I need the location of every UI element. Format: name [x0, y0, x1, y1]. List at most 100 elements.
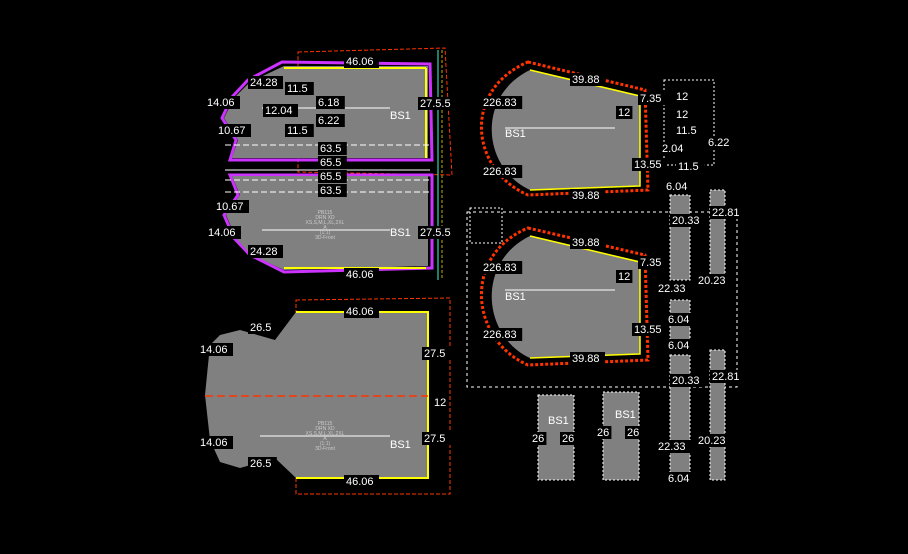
dimension-label: 24.28 — [250, 246, 278, 258]
piece-name: BS1 — [615, 409, 636, 421]
dimension-label: 20.23 — [698, 435, 726, 447]
dimension-label: 39.88 — [572, 74, 600, 86]
dimension-label: 63.5 — [320, 185, 341, 197]
dimension-label: 46.06 — [346, 306, 374, 318]
dimension-label: 12 — [618, 107, 630, 119]
dimension-label: 26 — [562, 433, 574, 445]
dimension-label: 24.28 — [250, 77, 278, 89]
dimension-label: 13.55 — [634, 324, 662, 336]
dimension-label: 6.22 — [318, 115, 339, 127]
dimension-label-bg — [616, 270, 633, 283]
dimension-label-bg — [656, 282, 691, 295]
dimension-label: 11.5 — [678, 161, 699, 173]
piece-name: BS1 — [390, 439, 411, 451]
dimension-label-bg — [198, 436, 233, 449]
svg-text:PB115: PB115 — [318, 421, 333, 427]
dimension-label-bg — [570, 73, 605, 86]
dimension-label-bg — [666, 472, 695, 485]
svg-text:DRN XD: DRN XD — [315, 426, 335, 432]
piece-name: BS1 — [548, 415, 569, 427]
dimension-label-bg — [481, 96, 523, 109]
dimension-label: 10.67 — [216, 201, 244, 213]
dimension-label: 14.06 — [207, 97, 235, 109]
dimension-label-bg — [670, 374, 705, 387]
dimension-label: 26.5 — [250, 458, 271, 470]
dimension-label-bg — [216, 124, 251, 137]
dimension-label: 26 — [532, 433, 544, 445]
dimension-label: 14.06 — [200, 344, 228, 356]
dimension-label: 7.35 — [640, 93, 661, 105]
dimension-label: 2.04 — [662, 143, 683, 155]
dimension-label-bg — [616, 106, 633, 119]
dimension-label: 22.81 — [712, 207, 740, 219]
dimension-label: 6.04 — [668, 340, 689, 352]
dimension-label-bg — [625, 426, 642, 439]
dimension-label: 26 — [597, 427, 609, 439]
dimension-label: 12.04 — [265, 105, 293, 117]
dimension-label: 7.35 — [640, 257, 661, 269]
dimension-label-bg — [285, 82, 314, 95]
dimension-label: 11.5 — [676, 125, 697, 137]
dimension-label-bg — [706, 136, 735, 149]
dimension-label-bg — [670, 214, 705, 227]
dimension-label: 11.5 — [287, 125, 308, 137]
dimension-label: 14.06 — [200, 437, 228, 449]
dimension-label: 20.33 — [672, 215, 700, 227]
dimension-label-bg — [481, 261, 523, 274]
dimension-label-bg — [263, 104, 298, 117]
dimension-label-bg — [205, 96, 240, 109]
selection-box — [466, 211, 738, 388]
dimension-label-bg — [632, 323, 667, 336]
dimension-label: 26.5 — [250, 322, 271, 334]
dimension-label-bg — [570, 236, 605, 249]
dimension-label-bg — [418, 226, 460, 239]
dimension-label-bg — [710, 370, 745, 383]
dimension-label: 12 — [434, 397, 446, 409]
dimension-label-bg — [595, 426, 612, 439]
dimension-label-bg — [481, 165, 523, 178]
dimension-label-bg — [318, 170, 347, 183]
dimension-label-bg — [214, 200, 249, 213]
dimension-label: 46.06 — [346, 269, 374, 281]
dimension-label-bg — [481, 328, 523, 341]
pattern-piece-front-large[interactable] — [205, 297, 451, 495]
dimension-label-bg — [560, 432, 577, 445]
dimension-label-bg — [674, 90, 691, 103]
dimension-label: 22.81 — [712, 371, 740, 383]
svg-text:(1:1): (1:1) — [320, 230, 331, 236]
dimension-label-bg — [318, 142, 347, 155]
dimension-label: 6.04 — [668, 473, 689, 485]
dimension-label: 27.5.5 — [420, 227, 451, 239]
dimension-label-bg — [674, 108, 691, 121]
svg-text:PB115: PB115 — [318, 210, 333, 216]
dimension-label: 12 — [676, 109, 688, 121]
dimension-label-bg — [248, 76, 283, 89]
dimension-label-bg — [248, 245, 283, 258]
dimension-label-bg — [696, 274, 731, 287]
dimension-label-bg — [248, 321, 277, 334]
dimension-label: 63.5 — [320, 143, 341, 155]
dimension-label-bg — [316, 96, 345, 109]
dimension-label-bg — [344, 268, 379, 281]
dimension-label-bg — [674, 124, 703, 137]
dimension-label: 10.67 — [218, 125, 246, 137]
dimension-label-bg — [530, 432, 547, 445]
dimension-label-bg — [710, 206, 745, 219]
dimension-label-bg — [638, 256, 667, 269]
svg-text:DRN XD: DRN XD — [315, 215, 335, 221]
dimension-label-bg — [660, 142, 689, 155]
dimension-label: 12 — [676, 91, 688, 103]
svg-text:3D-Front: 3D-Front — [315, 235, 335, 241]
svg-text:XS,S,M,L,XL,2XL: XS,S,M,L,XL,2XL — [306, 220, 345, 226]
dimension-label: 20.23 — [698, 275, 726, 287]
dimension-label-bg — [696, 434, 731, 447]
dimension-label: 46.06 — [346, 476, 374, 488]
dimension-label: 39.88 — [572, 237, 600, 249]
dimension-label: 46.06 — [346, 56, 374, 68]
dimension-label-bg — [206, 226, 241, 239]
dimension-label-bg — [318, 184, 347, 197]
dimension-label: 39.88 — [572, 190, 600, 202]
dimension-label-bg — [344, 55, 379, 68]
dimension-label-bg — [432, 396, 449, 409]
